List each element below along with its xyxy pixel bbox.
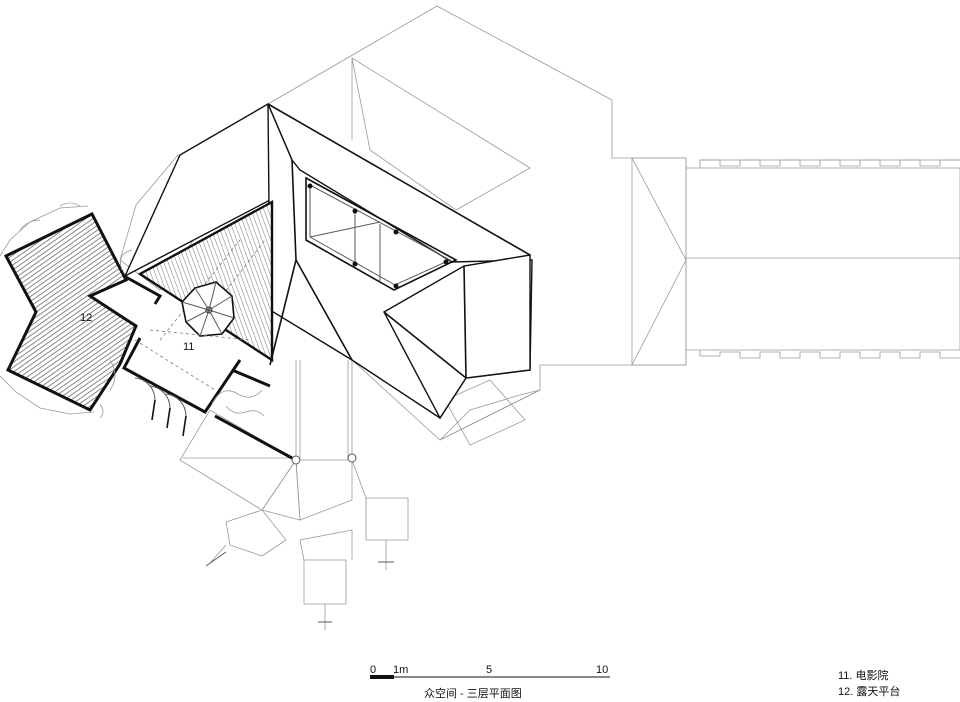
scale-tick-10: 10 xyxy=(596,664,609,676)
spiral-stair-icon xyxy=(181,281,235,337)
drawing-title: 众空间 - 三层平面图 xyxy=(424,688,522,700)
legend-item: 11. 电影院 xyxy=(838,670,889,682)
scale-bar xyxy=(370,675,610,679)
triangle-deck xyxy=(137,199,274,363)
room-label-11: 11 xyxy=(183,341,194,353)
outdoor-deck xyxy=(0,202,138,419)
scale-tick-0: 0 xyxy=(370,664,377,676)
cinema-room xyxy=(121,274,293,460)
legend-item: 12. 露天平台 xyxy=(838,686,901,698)
roof-planes xyxy=(123,102,533,420)
room-legend: 11. 电影院 12. 露天平台 xyxy=(838,668,900,700)
lower-level-paths xyxy=(179,360,409,630)
shrub-outlines xyxy=(119,249,265,417)
room-label-12: 12 xyxy=(80,312,92,324)
scale-tick-5: 5 xyxy=(486,664,493,676)
scale-tick-1m: 1m xyxy=(393,664,409,676)
